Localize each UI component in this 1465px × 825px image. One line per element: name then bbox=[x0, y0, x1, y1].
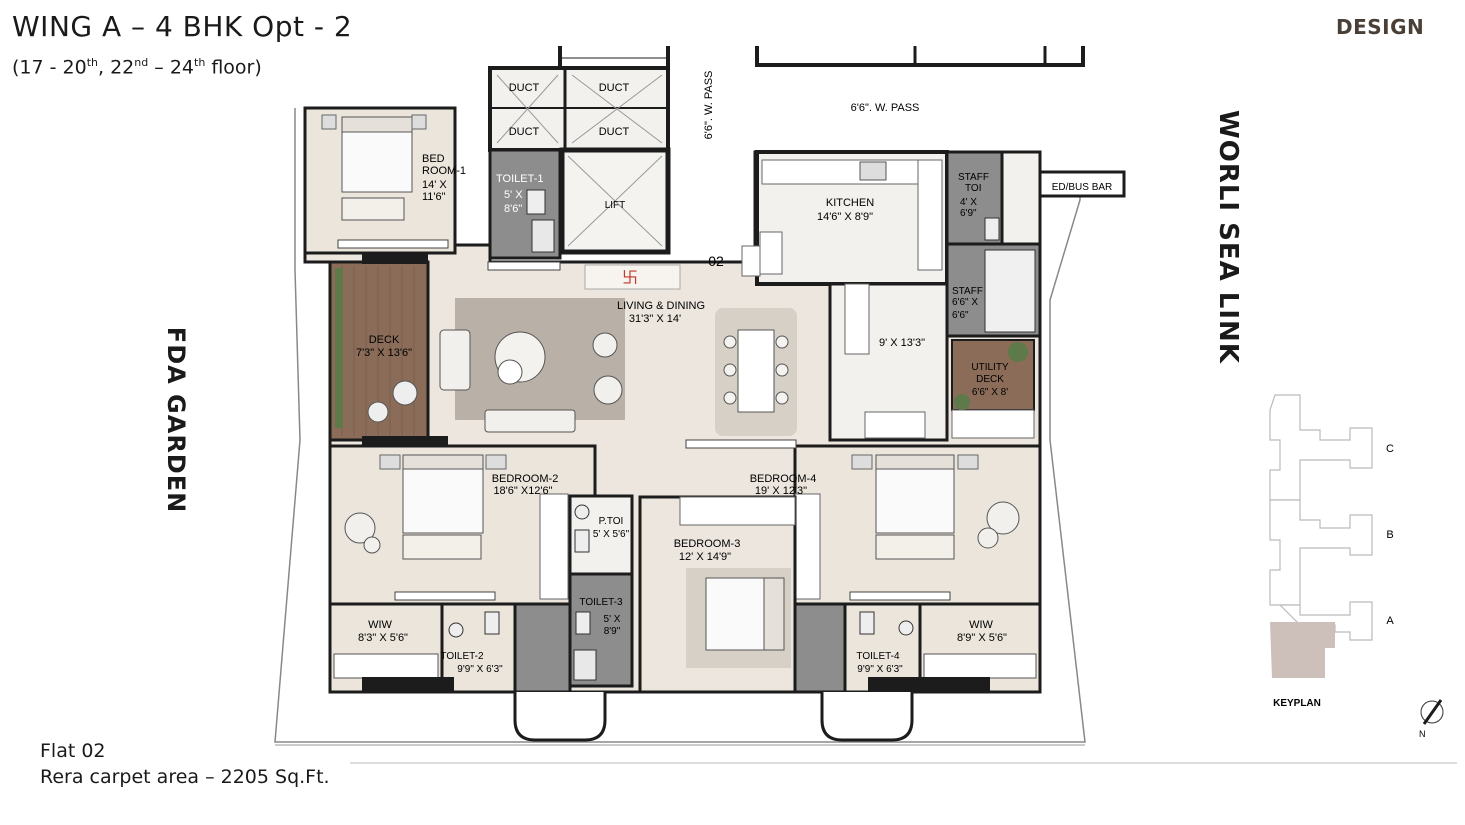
lift-label: LIFT bbox=[605, 200, 626, 211]
north-arrow-icon: N bbox=[1419, 699, 1444, 739]
toilet-1-label: TOILET-1 bbox=[496, 173, 543, 185]
bedroom-3-label: BEDROOM-3 bbox=[674, 538, 741, 550]
kitchen-label: KITCHEN bbox=[826, 197, 874, 209]
bedroom-1-label: ROOM-1 bbox=[422, 165, 466, 177]
toilet-3-dim: 5' X bbox=[604, 614, 621, 625]
wiw-right-dim: 8'9" X 5'6" bbox=[957, 632, 1007, 644]
floor-range-part: – 24 bbox=[148, 56, 194, 79]
deck-label: DECK bbox=[369, 334, 400, 346]
floor-range-sup: th bbox=[86, 56, 98, 69]
wpass-top-label: 6'6". W. PASS bbox=[851, 102, 920, 114]
floor-range-part: floor) bbox=[205, 56, 262, 79]
deck-dim: 7'3" X 13'6" bbox=[356, 347, 412, 359]
north-label: N bbox=[1419, 729, 1426, 739]
keyplan-wing-a-label: A bbox=[1386, 615, 1394, 627]
bedroom-2-dim: 18'6" X12'6" bbox=[493, 485, 552, 497]
staff-room-dim: 6'6" bbox=[952, 310, 969, 321]
toilet-2-vanity bbox=[440, 602, 517, 694]
wiw-right-label: WIW bbox=[969, 619, 993, 631]
living-dining-label: LIVING & DINING bbox=[617, 300, 705, 312]
keyplan-wing-c bbox=[1269, 394, 1373, 501]
utility-deck-label: DECK bbox=[976, 374, 1004, 385]
flat-number: 02 bbox=[708, 253, 724, 269]
toilet-2 bbox=[513, 602, 572, 694]
staff-toilet bbox=[945, 150, 1004, 246]
keyplan-label: KEYPLAN bbox=[1273, 698, 1321, 709]
toilet-2-label: TOILET-2 bbox=[440, 651, 484, 662]
keyplan-wing-b bbox=[1269, 499, 1373, 606]
keyplan-highlight bbox=[1270, 622, 1335, 678]
toilet-3-dim: 8'9" bbox=[604, 626, 621, 637]
toilet-1-dim: 5' X bbox=[504, 189, 523, 201]
keyplan-wing-c-label: C bbox=[1386, 443, 1394, 455]
keyplan: C B A KEYPLAN bbox=[1269, 394, 1394, 709]
floor-range-sup: nd bbox=[134, 56, 149, 69]
floor-range-sup: th bbox=[194, 56, 206, 69]
keyplan-wing-b-label: B bbox=[1386, 529, 1393, 541]
kitchen-dim: 14'6" X 8'9" bbox=[817, 211, 873, 223]
corridor-wall bbox=[755, 46, 1085, 67]
toilet-4-label: TOILET-4 bbox=[856, 651, 900, 662]
staff-toilet-dim: 6'9" bbox=[960, 208, 977, 219]
brand-logo: DESIGN bbox=[1336, 15, 1425, 39]
bay-window-right bbox=[820, 692, 914, 742]
floor-range-part: , 22 bbox=[98, 56, 135, 79]
powder-toilet-dim: 5' X 5'6" bbox=[593, 529, 630, 540]
living-dining-dim: 31'3" X 14' bbox=[629, 313, 681, 325]
pantry-dim: 9' X 13'3" bbox=[879, 337, 925, 349]
duct-label: DUCT bbox=[509, 126, 540, 138]
toilet-2-dim: 9'9" X 6'3" bbox=[457, 664, 503, 675]
swastik-icon: 卐 bbox=[622, 269, 638, 287]
bedroom-3-dim: 12' X 14'9" bbox=[679, 551, 731, 563]
duct-label: DUCT bbox=[599, 126, 630, 138]
staff-room-label: STAFF bbox=[952, 286, 983, 297]
toilet-3-label: TOILET-3 bbox=[579, 597, 623, 608]
flat-number-label: Flat 02 bbox=[40, 740, 106, 762]
bedroom-1-dim: 14' X bbox=[422, 179, 447, 191]
carpet-area-label: Rera carpet area – 2205 Sq.Ft. bbox=[40, 766, 330, 788]
toilet-4 bbox=[793, 602, 847, 694]
bedroom-1-label: BED bbox=[422, 153, 445, 165]
wiw-left-dim: 8'3" X 5'6" bbox=[358, 632, 408, 644]
plan-title: WING A – 4 BHK Opt - 2 bbox=[12, 10, 353, 43]
wiw-left-label: WIW bbox=[368, 619, 392, 631]
bay-window-left bbox=[513, 692, 607, 742]
floor-range-part: (17 - 20 bbox=[12, 56, 87, 79]
bedroom-4-dim: 19' X 12'3" bbox=[755, 485, 807, 497]
powder-toilet-label: P.TOI bbox=[599, 516, 624, 527]
wpass-vertical-label: 6'6". W. PASS bbox=[703, 71, 715, 140]
utility-deck-dim: 6'6" X 8' bbox=[972, 387, 1008, 398]
toilet-1-dim: 8'6" bbox=[504, 203, 522, 215]
staff-toilet-dim: 4' X bbox=[960, 197, 977, 208]
floor-range: (17 - 20th, 22nd – 24th floor) bbox=[12, 56, 262, 78]
duct-label: DUCT bbox=[509, 82, 540, 94]
bedroom-4-label: BEDROOM-4 bbox=[750, 473, 817, 485]
edbus-bar bbox=[1038, 170, 1126, 198]
staff-toilet-label: TOI bbox=[965, 183, 981, 194]
edbus-bar-label: ED/BUS BAR bbox=[1052, 182, 1113, 193]
staff-room-dim: 6'6" X bbox=[952, 297, 978, 308]
staff-toilet-label: STAFF bbox=[958, 172, 989, 183]
bedroom-2-label: BEDROOM-2 bbox=[492, 473, 559, 485]
toilet-4-dim: 9'9" X 6'3" bbox=[857, 664, 903, 675]
dining-table bbox=[737, 329, 775, 413]
duct-label: DUCT bbox=[599, 82, 630, 94]
utility-deck-label: UTILITY bbox=[971, 362, 1009, 373]
bedroom-1-dim: 11'6" bbox=[422, 191, 446, 203]
